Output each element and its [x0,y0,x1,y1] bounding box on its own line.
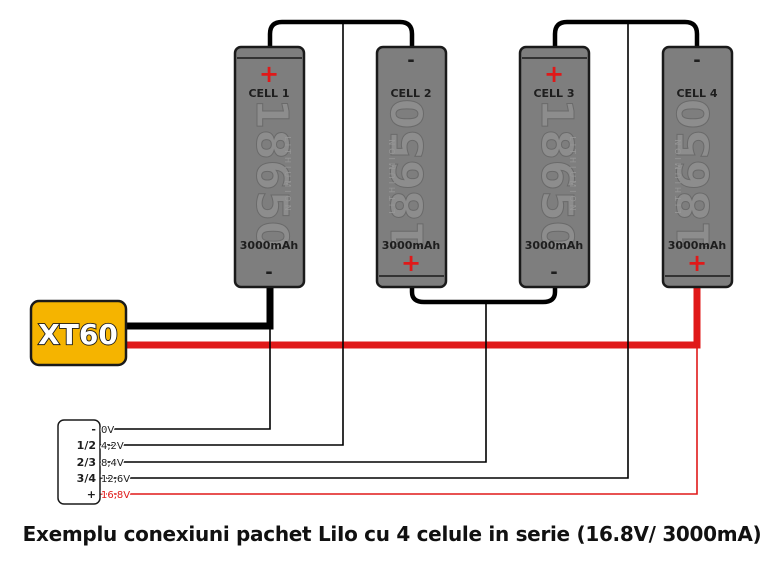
balance-pin-row: 3/4 12,6V [77,472,132,486]
cell-2: - CELL 2 18650 LITHIUMION 3000mAh + [375,45,448,289]
xt60-connector: XT60 [29,299,128,367]
cell-2-label: CELL 2 [390,87,431,100]
balance-plug: - 0V 1/2 4,2V 2/3 8,4V 3/4 12,6V + 16,8V [57,419,132,505]
cell-3-model: 18650 [531,98,582,251]
cell-2-capacity: 3000mAh [382,239,440,252]
diagram-caption: Exemplu conexiuni pachet LiIo cu 4 celul… [22,522,762,546]
xt60-label: XT60 [38,318,118,351]
cell-2-chem: LITHIUMION [388,136,397,213]
cell-4-capacity: 3000mAh [668,239,726,252]
balance-tap-12v6 [100,22,629,479]
balance-voltage-label: 12,6V [101,474,130,485]
cell-3-label: CELL 3 [533,87,574,100]
balance-voltage-label: 8,4V [101,458,124,469]
balance-tap-4v2 [100,22,344,446]
cell-1-chem: LITHIUMION [283,136,292,213]
balance-tap-8v4 [100,302,487,463]
cell-2-top-terminal: - [407,50,414,71]
balance-pin-label: 2/3 [77,456,96,469]
cell-4: - CELL 4 18650 LITHIUMION 3000mAh + [661,45,734,289]
cell-1-bottom-terminal: - [265,262,272,283]
cell-4-chem: LITHIUMION [674,136,683,213]
cell-1-model: 18650 [246,98,297,251]
cell-1-top-terminal: + [259,60,279,88]
balance-pin-row: 1/2 4,2V [77,439,125,453]
cell-3: + CELL 3 18650 LITHIUMION 3000mAh - [518,45,591,289]
balance-pin-row: + 16,8V [87,488,132,502]
cell-3-capacity: 3000mAh [525,239,583,252]
cell-4-label: CELL 4 [676,87,717,100]
cell-4-top-terminal: - [693,50,700,71]
balance-pin-label: 3/4 [77,472,97,485]
cell-3-chem: LITHIUMION [568,136,577,213]
cell-4-bottom-terminal: + [687,249,707,277]
cell-3-top-terminal: + [544,60,564,88]
balance-voltage-label: 4,2V [101,441,124,452]
cell-1: + CELL 1 18650 LITHIUMION 3000mAh - [233,45,306,289]
link-cell3-cell4 [552,19,700,47]
balance-pin-row: - 0V [91,423,115,437]
main-negative-lead [126,286,274,330]
link-cell1-cell2 [267,19,415,47]
balance-voltage-label: 0V [101,425,114,436]
cell-2-bottom-terminal: + [401,249,421,277]
cell-2-model: 18650 [383,98,434,251]
balance-pin-row: 2/3 8,4V [77,456,125,470]
balance-tap-0v [100,326,271,430]
balance-pin-label: + [87,488,96,501]
balance-pin-label: 1/2 [77,439,96,452]
link-cell2-cell3 [409,286,558,305]
balance-voltage-label: 16,8V [101,490,130,501]
cell-3-bottom-terminal: - [550,262,557,283]
cell-4-model: 18650 [669,98,720,251]
balance-tap-16v8 [100,345,698,495]
balance-pin-label: - [91,423,96,436]
cell-1-label: CELL 1 [248,87,289,100]
cell-1-capacity: 3000mAh [240,239,298,252]
